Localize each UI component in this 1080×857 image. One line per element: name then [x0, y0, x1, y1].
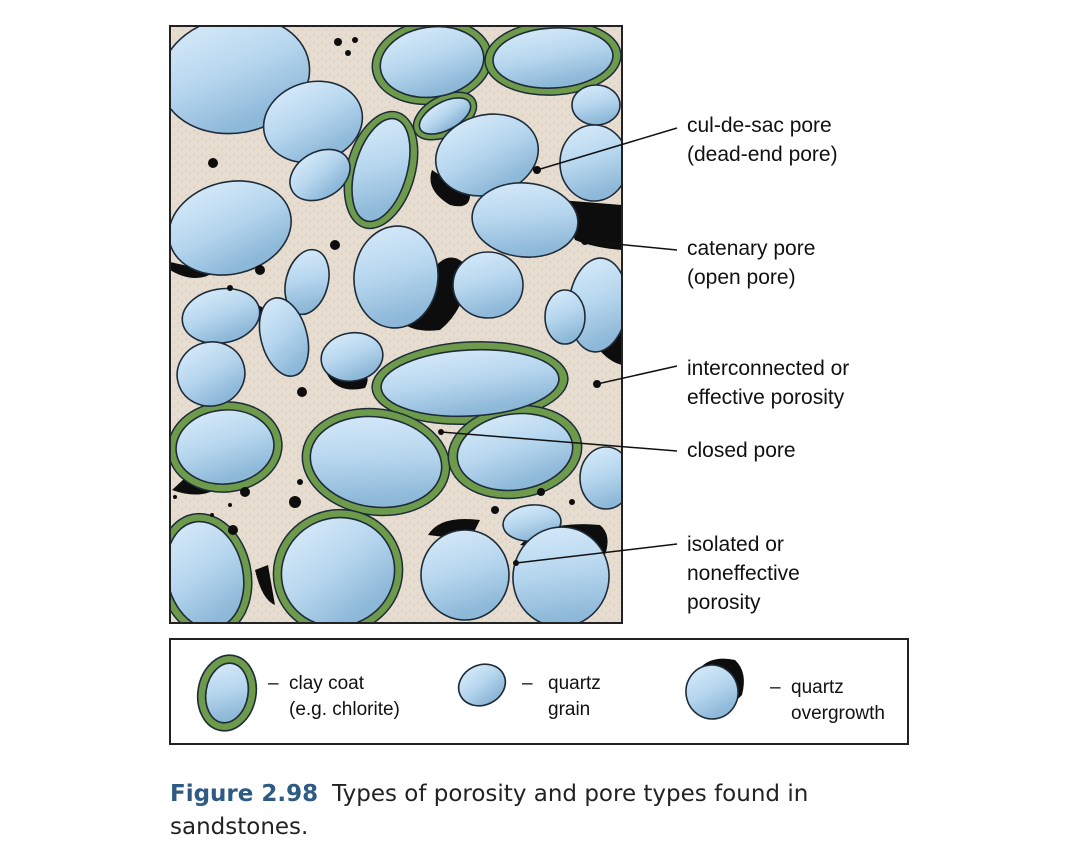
legend-quartz-overgrowth-symbol — [685, 658, 744, 720]
legend-quartz-grain-label: quartz grain — [548, 673, 601, 720]
legend-box — [169, 638, 909, 745]
legend-dash: – — [770, 677, 781, 698]
pore-dots — [173, 37, 601, 566]
label-closed-pore: closed pore — [687, 439, 796, 462]
legend-quartz-overgrowth-label: quartz overgrowth — [791, 677, 885, 724]
legend-dash: – — [268, 673, 279, 694]
label-catenary-pore: catenary pore (open pore) — [687, 237, 816, 289]
legend-quartz-grain-symbol — [457, 663, 507, 707]
label-interconnected-porosity: interconnected or effective porosity — [687, 357, 850, 409]
legend-clay-coat-symbol — [196, 654, 258, 732]
leader-lines — [440, 127, 678, 564]
label-cul-de-sac-pore: cul-de-sac pore (dead-end pore) — [687, 114, 838, 166]
quartz-grains — [170, 26, 622, 623]
diagram-frame — [169, 25, 623, 624]
legend-clay-coat-label: clay coat (e.g. chlorite) — [289, 673, 400, 720]
caption-text: Types of porosity and pore types found i… — [170, 781, 809, 840]
legend-dash: – — [522, 673, 533, 694]
figure-number: Figure 2.98 — [170, 781, 319, 807]
label-isolated-porosity: isolated or noneffective porosity — [687, 533, 800, 614]
